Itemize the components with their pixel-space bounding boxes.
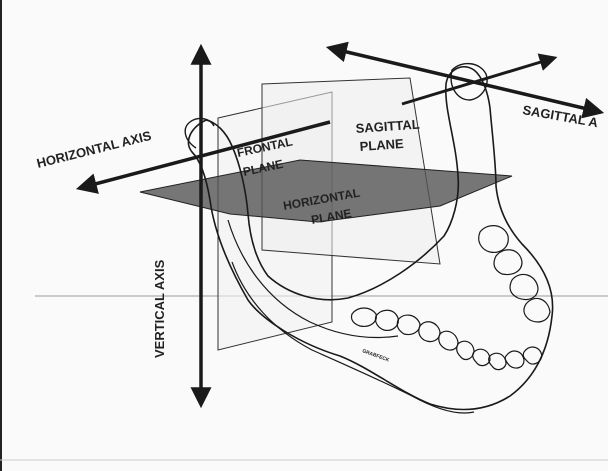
lower-teeth [350,307,543,371]
condyle-axis-arrow [401,53,558,106]
horizontal-axis-label: HORIZONTAL AXIS [35,128,153,171]
sagittal-plane-label-line1: SAGITTAL [355,117,420,136]
horizontal-plane [139,159,513,223]
artist-signature: GRABFECK [361,348,390,363]
sagittal-plane-label-line2: PLANE [359,136,404,154]
horizontal-plane-label-line2: PLANE [310,206,352,227]
mandible-lower-border [231,261,475,414]
molar-teeth [478,225,551,323]
vertical-axis-label: VERTICAL AXIS [152,259,167,358]
mandible-outline [187,66,554,411]
horizontal-axis-arrow [75,120,331,194]
mandible-inner-curve [227,219,399,339]
sagittal-axis-arrow [325,41,605,119]
sagittal-axis-label: SAGITTAL A [521,102,599,130]
